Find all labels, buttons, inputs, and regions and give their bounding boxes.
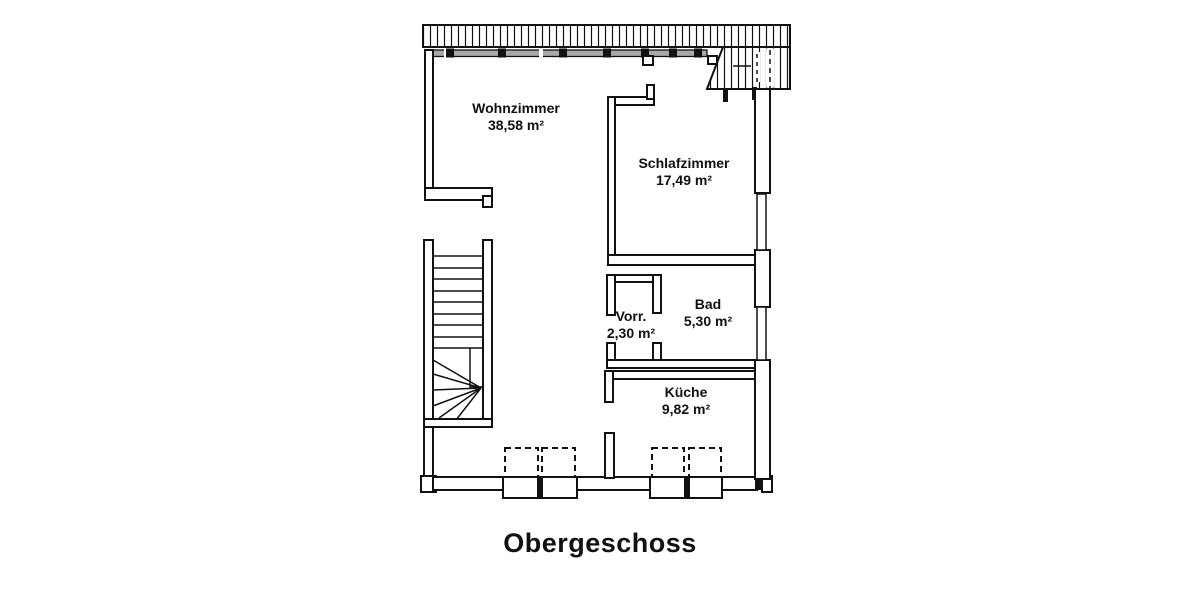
room-area: 2,30 m² (606, 325, 656, 341)
partition-stub-bottom (604, 432, 615, 479)
room-name: Küche (664, 384, 708, 400)
bedroom-window (756, 193, 767, 251)
room-label-kueche: Küche 9,82 m² (626, 384, 746, 418)
floor-title: Obergeschoss (503, 528, 697, 558)
roof-hatch-block (705, 46, 791, 90)
room-name: Vorr. (615, 308, 647, 324)
room-area: 9,82 m² (661, 401, 711, 417)
exterior-wall-left (424, 49, 493, 208)
balcony-hatch-band (422, 24, 791, 48)
room-label-schlafzimmer: Schlafzimmer 17,49 m² (584, 155, 784, 189)
bath-window (756, 306, 767, 361)
room-label-bad: Bad 5,30 m² (648, 296, 768, 330)
room-area: 5,30 m² (683, 313, 733, 329)
room-name: Schlafzimmer (638, 155, 730, 171)
glass-front-band (431, 48, 708, 58)
room-area: 38,58 m² (487, 117, 545, 133)
dormer-window-right (649, 447, 723, 499)
staircase (423, 239, 493, 428)
room-label-wohnzimmer: Wohnzimmer 38,58 m² (416, 100, 616, 134)
exterior-wall-bottom (432, 475, 773, 493)
room-area: 17,49 m² (655, 172, 713, 188)
dormer-window-left (502, 447, 578, 499)
room-label-vorraum: Vorr. 2,30 m² (571, 308, 691, 342)
vestibule-bath-walls (606, 274, 769, 369)
room-name: Bad (694, 296, 722, 312)
exterior-wall-right (754, 88, 771, 480)
room-name: Wohnzimmer (472, 100, 560, 116)
